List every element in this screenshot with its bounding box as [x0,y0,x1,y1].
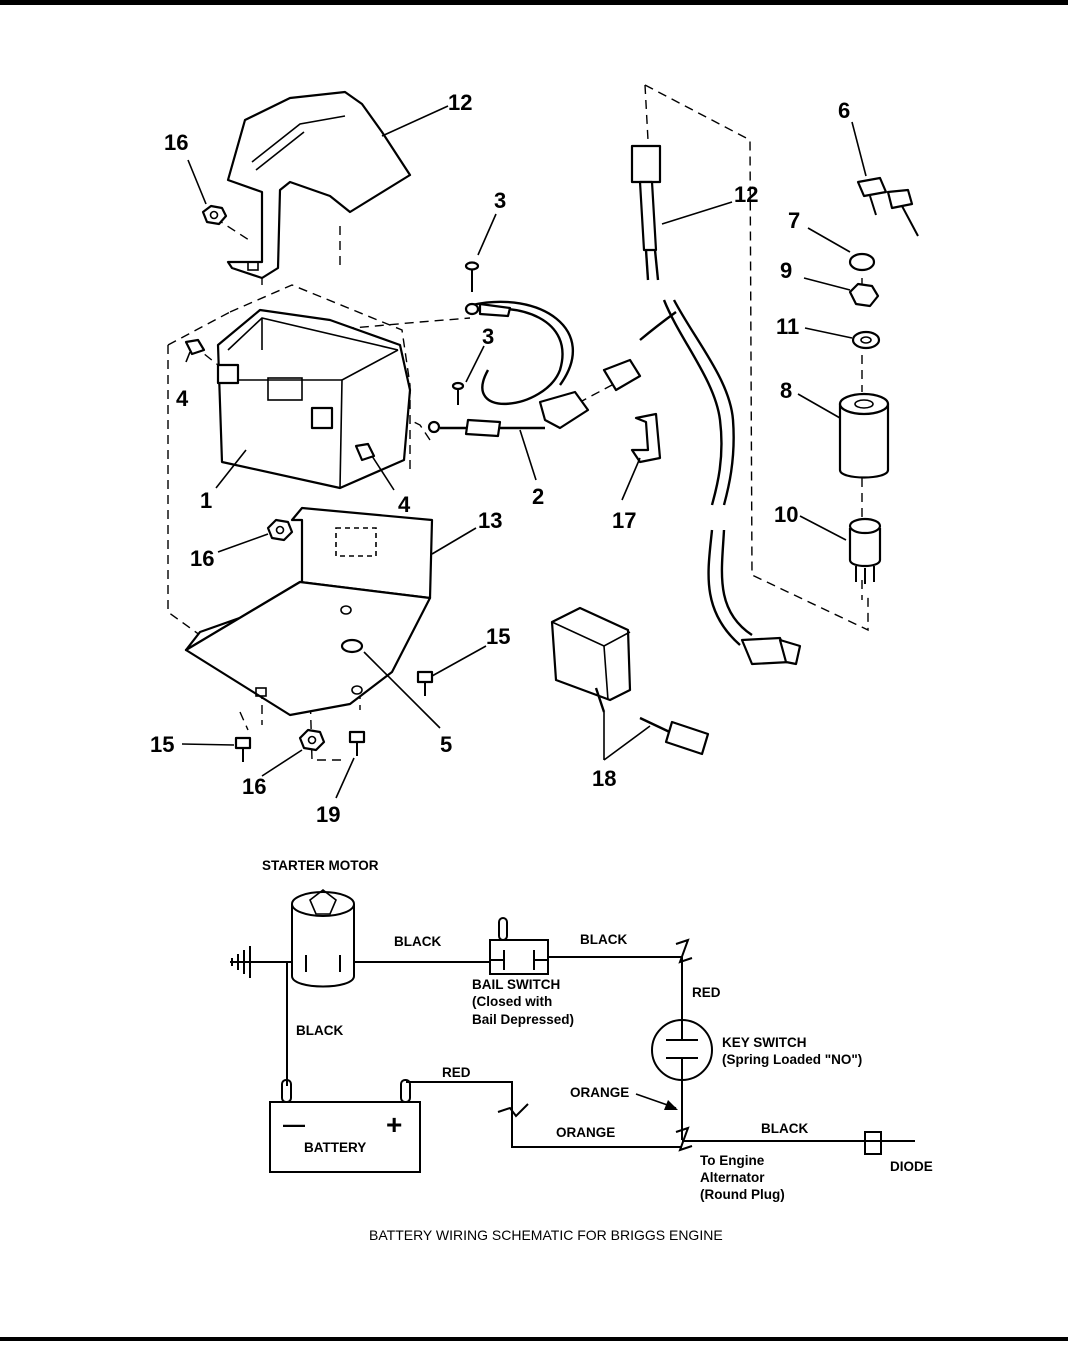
wire-label-black-3: BLACK [296,1023,343,1038]
bottom-rule [0,1337,1068,1341]
callout-19: 19 [316,802,340,827]
bail-switch-label: BAIL SWITCH [472,977,560,992]
bail-switch-note-1: (Closed with [472,994,552,1009]
nut-part-16-bottom [298,728,326,752]
key-switch-note: (Spring Loaded "NO") [722,1052,862,1067]
clamp-part-5 [340,638,364,654]
callout-15-right: 15 [486,624,510,649]
wire-label-black-4: BLACK [761,1121,808,1136]
wire-label-black-2: BLACK [580,932,627,947]
top-rule [0,0,1068,5]
alternator-label-1: To Engine [700,1153,765,1168]
battery-label: BATTERY [304,1140,366,1155]
battery-part-1 [216,308,412,490]
callout-17: 17 [612,508,636,533]
key-switch-label: KEY SWITCH [722,1035,807,1050]
wire-label-orange-2: ORANGE [556,1125,615,1140]
wire-battery-to-junction [406,1081,682,1148]
clip-part-4-left [184,338,206,356]
callout-18: 18 [592,766,616,791]
callout-16-mid: 16 [190,546,214,571]
wire-splice-top [675,938,693,964]
key-switch-symbol [651,1019,713,1081]
harness-part-12 [630,144,802,666]
tray-part-13 [184,506,434,717]
callout-1: 1 [200,488,212,513]
wire-splice-battery [497,1103,529,1118]
battery-minus: — [283,1112,305,1137]
callout-6: 6 [838,98,850,123]
callout-15-left: 15 [150,732,174,757]
bolt-part-19 [348,730,366,756]
callout-3-lower: 3 [482,324,494,349]
callout-3-top: 3 [494,188,506,213]
clip-part-4-right [354,442,376,462]
wire-splice-bottom [675,1126,693,1152]
nut-part-16-top [201,204,228,226]
clip-part-17 [630,412,662,464]
schematic-title: BATTERY WIRING SCHEMATIC FOR BRIGGS ENGI… [369,1227,723,1243]
wire-label-red-2: RED [442,1065,471,1080]
callout-9: 9 [780,258,792,283]
bezel-part-7 [848,252,876,272]
callout-11: 11 [776,314,799,339]
diode-label: DIODE [890,1159,933,1174]
alternator-label-2: Alternator [700,1170,765,1185]
callout-12: 12 [734,182,758,207]
sleeve-part-8 [838,392,890,479]
starter-motor-label: STARTER MOTOR [262,858,379,873]
wire-label-red-1: RED [692,985,721,1000]
callout-8: 8 [780,378,792,403]
callout-13: 13 [478,508,502,533]
bail-switch-symbol [489,917,549,975]
battery-symbol: — + [269,1079,421,1173]
regulator-part-18 [550,606,710,756]
screw-part-3-top [464,261,480,292]
alternator-label-3: (Round Plug) [700,1187,785,1202]
callout-4-left: 4 [176,386,189,411]
callout-10: 10 [774,502,798,527]
wire-label-orange-1: ORANGE [570,1085,629,1100]
key-switch-part-10 [848,517,882,584]
washer-part-11 [851,330,881,350]
bolt-part-15-left [234,736,252,762]
bail-switch-note-2: Bail Depressed) [472,1012,574,1027]
bracket-part-14 [226,90,412,280]
nut-part-16-mid [266,518,294,542]
wire-label-black-1: BLACK [394,934,441,949]
exploded-view: 12 16 3 3 12 6 7 9 11 8 10 4 4 1 2 17 13… [150,84,919,827]
callout-2: 2 [532,484,544,509]
cable-part-2 [427,300,642,438]
diode-symbol [864,1131,882,1155]
battery-plus: + [386,1109,402,1140]
callout-16-top: 16 [164,130,188,155]
callout-16-bottom: 16 [242,774,266,799]
ground-symbol [230,946,292,978]
callout-14: 12 [448,90,472,115]
screw-part-3-lower [451,381,465,405]
starter-motor-symbol [291,888,355,988]
wiring-schematic: — + STARTER MOTOR BLACK BLACK BAIL SWITC… [230,858,933,1243]
callout-7: 7 [788,208,800,233]
callout-5: 5 [440,732,452,757]
key-part-6 [856,176,919,237]
bolt-part-15-right [416,670,434,696]
callout-4-right: 4 [398,492,411,517]
nut-part-9 [848,282,880,308]
